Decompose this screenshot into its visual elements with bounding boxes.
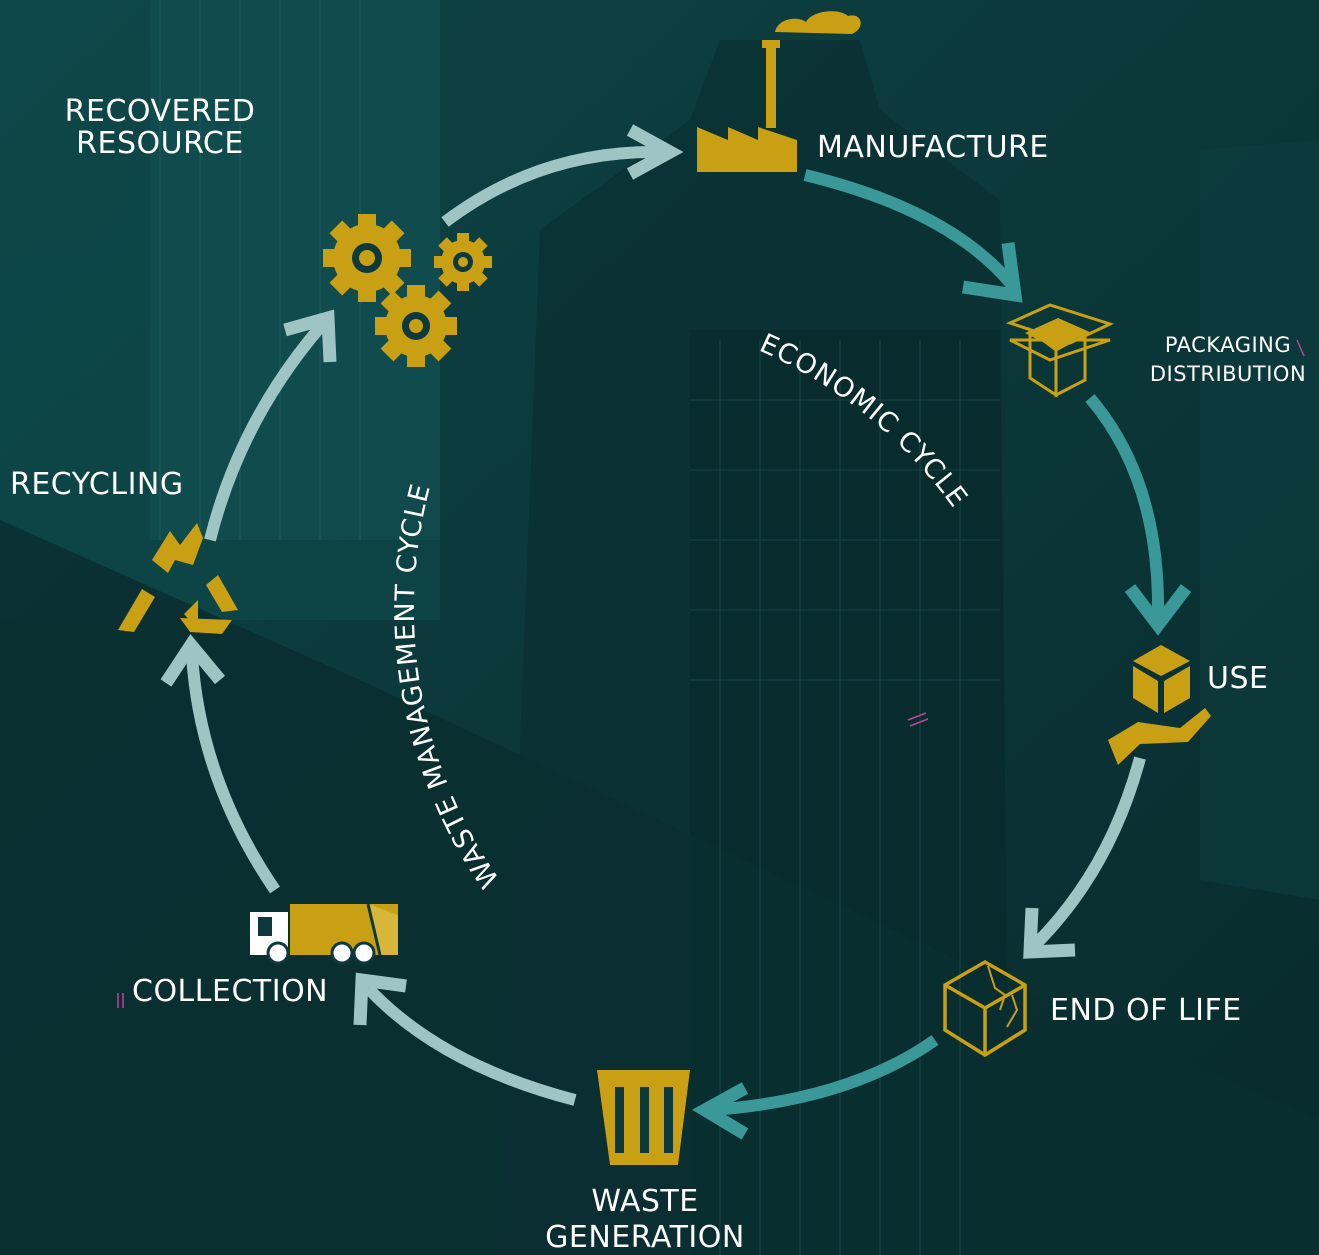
recovered-line-2: RESOURCE [76,126,244,161]
arrow-head-waste [691,1082,749,1140]
waste-generation-label: WASTE GENERATION [530,1184,760,1255]
waste-line-2: GENERATION [545,1220,745,1255]
arrow-head-manufacture [626,124,684,180]
arrow-collection-to-recycling [186,654,280,894]
factory-icon [697,11,861,172]
recycling-label: RECYCLING [10,467,184,502]
packaging-line-1: PACKAGING [1164,333,1292,357]
recycle-icon [118,523,238,634]
use-label: USE [1207,661,1269,696]
arrow-use-to-end-of-life [1030,756,1146,950]
hand-box-icon [1108,645,1211,765]
packaging-line-2: DISTRIBUTION [1149,362,1307,386]
arrow-recycling-to-recovered [204,321,327,542]
arrow-manufacture-to-packaging [803,169,1017,289]
trash-can-icon [597,1070,690,1165]
arrow-recovered-to-manufacture [441,145,661,227]
gears-icon [323,214,492,367]
packaging-distribution-label: PACKAGING DISTRIBUTION [1140,331,1316,389]
arrow-end-of-life-to-waste [711,1035,939,1116]
arrow-head-recycling [160,634,226,687]
collection-label: COLLECTION [132,974,329,1009]
arrow-head-recovered [283,309,337,363]
arrow-waste-to-collection [363,983,577,1106]
arrow-head-use [1124,584,1192,636]
cycle-arrows [160,124,1192,1140]
arrow-packaging-to-use [1085,394,1165,616]
garbage-truck-icon [250,903,398,965]
waste-line-1: WASTE [591,1184,699,1219]
arrow-head-end-of-life [1023,907,1076,959]
recovered-resource-label: RECOVERED RESOURCE [50,96,270,160]
broken-box-icon [943,959,1027,1058]
box-top-fill [1025,318,1092,350]
recovered-line-1: RECOVERED [64,94,256,129]
accent-marks [117,339,1305,1008]
arrow-head-collection [353,972,407,1026]
manufacture-label: MANUFACTURE [817,130,1049,165]
arrow-head-packaging [962,242,1023,303]
end-of-life-label: END OF LIFE [1050,993,1242,1028]
